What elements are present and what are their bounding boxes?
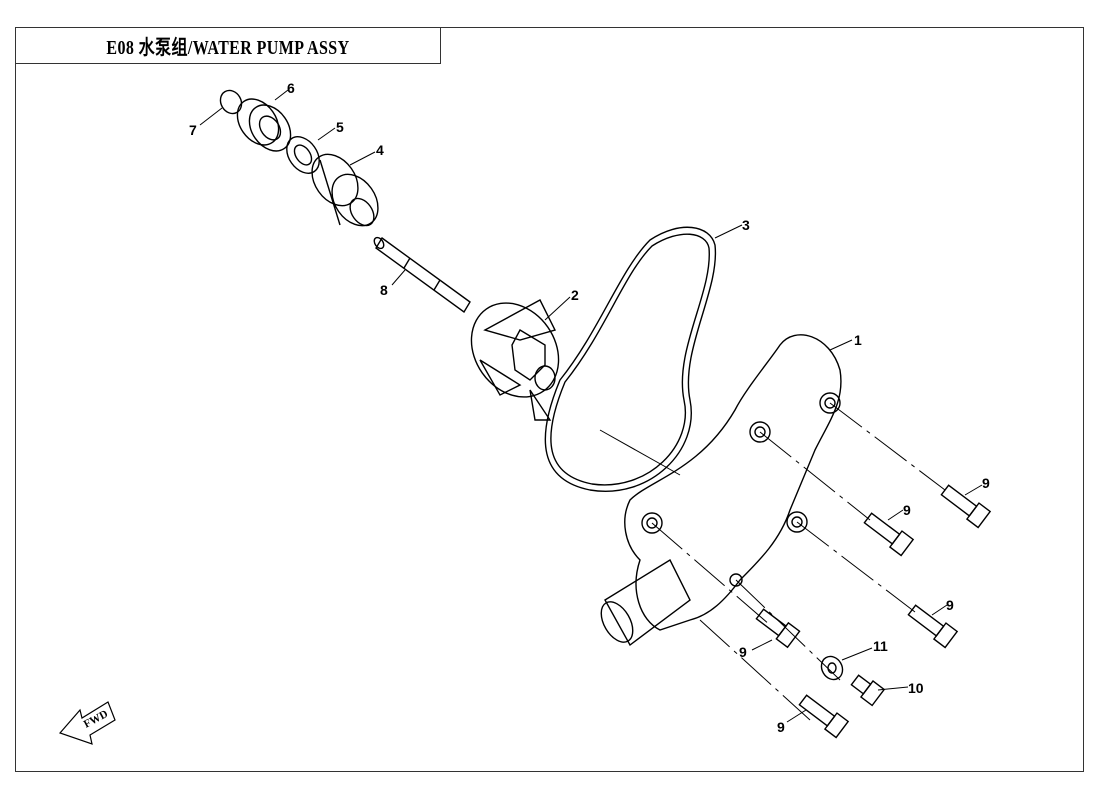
callout-9e: 9	[777, 719, 785, 735]
part-washer	[820, 655, 844, 681]
callout-11: 11	[873, 638, 888, 654]
callout-9d: 9	[739, 644, 747, 660]
callout-9b: 9	[903, 502, 911, 518]
part-impeller	[470, 299, 560, 421]
callout-7: 7	[189, 122, 197, 138]
drawing-frame	[15, 27, 1084, 772]
part-shaft	[373, 236, 471, 314]
callout-5: 5	[336, 119, 344, 135]
callout-4: 4	[376, 142, 384, 158]
title-box: E08 水泵组/WATER PUMP ASSY	[15, 27, 441, 64]
part-o-ring	[544, 226, 717, 492]
diagram-title: E08 水泵组/WATER PUMP ASSY	[106, 37, 350, 59]
callout-2: 2	[571, 287, 579, 303]
callout-6: 6	[287, 80, 295, 96]
fwd-arrow-icon: FWD	[58, 701, 116, 745]
part-circlip	[219, 89, 243, 115]
callout-9c: 9	[946, 597, 954, 613]
callout-1: 1	[854, 332, 862, 348]
axis-line	[599, 429, 681, 476]
part-pump-cover	[600, 334, 842, 647]
part-bolts	[755, 484, 992, 739]
callout-9a: 9	[982, 475, 990, 491]
part-mechanical-seal	[311, 153, 379, 227]
fwd-label: FWD	[82, 708, 110, 731]
part-oil-seal	[286, 136, 320, 174]
callout-8: 8	[380, 282, 388, 298]
part-bearing	[236, 98, 292, 152]
leader-lines	[199, 89, 983, 723]
callout-10: 10	[908, 680, 924, 696]
callout-3: 3	[742, 217, 750, 233]
bolt-axis-lines	[651, 402, 946, 721]
